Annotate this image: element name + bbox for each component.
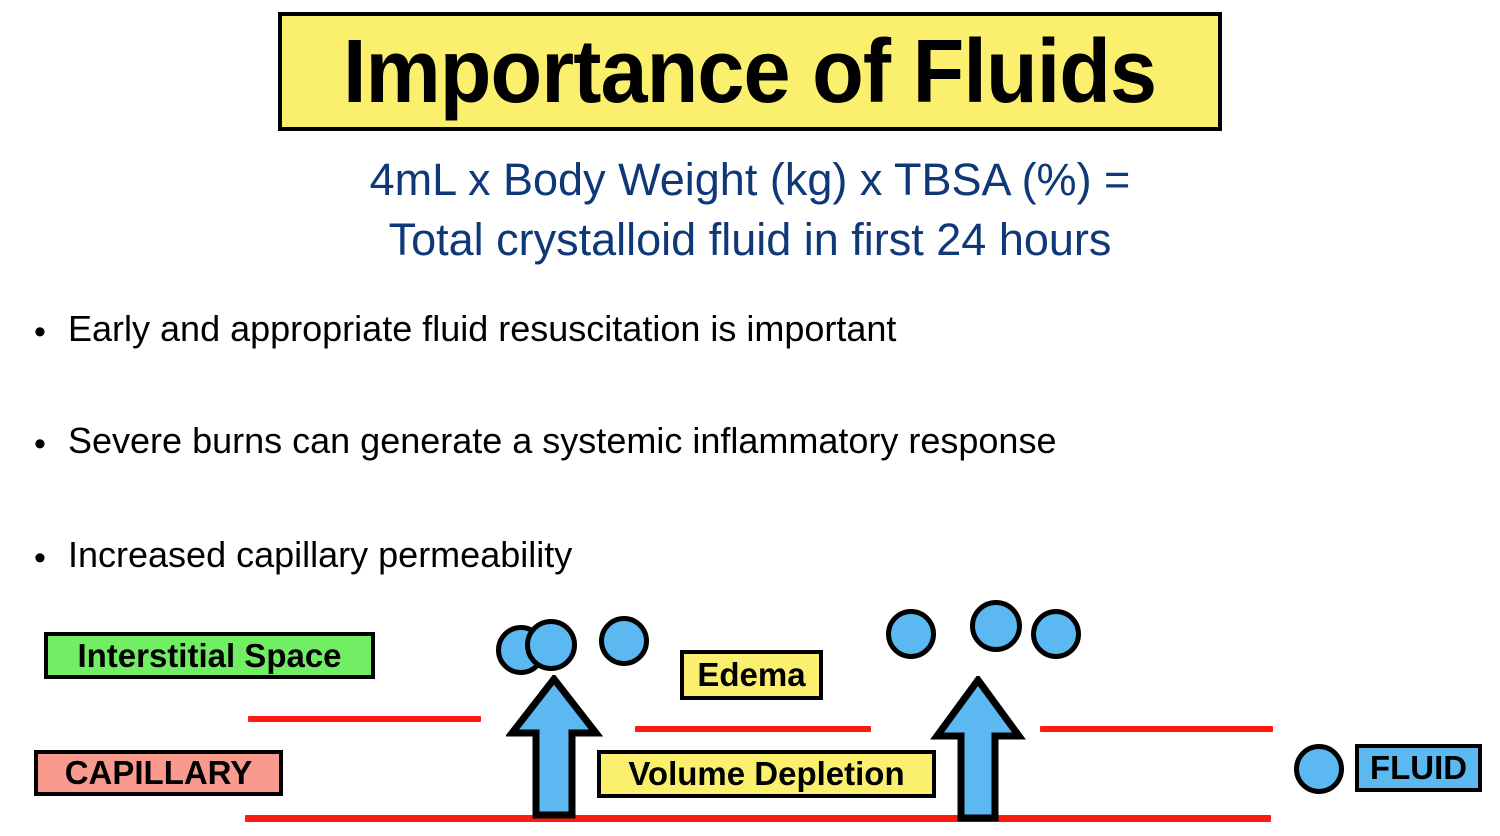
label-fluid-legend: FLUID xyxy=(1355,744,1482,792)
bullet-marker-icon: • xyxy=(34,539,46,577)
capillary-membrane-line xyxy=(1040,726,1273,732)
subtitle-line-1: 4mL x Body Weight (kg) x TBSA (%) = xyxy=(369,154,1131,205)
fluid-particle-icon xyxy=(970,600,1022,652)
page-title: Importance of Fluids xyxy=(343,21,1157,122)
fluid-particle-icon xyxy=(886,609,936,659)
fluid-shift-arrow-left xyxy=(506,675,604,819)
slide-subtitle: 4mL x Body Weight (kg) x TBSA (%) = Tota… xyxy=(0,150,1500,270)
label-text: Interstitial Space xyxy=(77,636,342,674)
list-item: • Severe burns can generate a systemic i… xyxy=(34,421,1056,461)
capillary-bottom-wall-line xyxy=(245,815,1271,822)
bullet-text: Increased capillary permeability xyxy=(68,534,573,575)
fluid-particle-icon xyxy=(525,619,577,671)
label-text: Volume Depletion xyxy=(628,755,905,792)
fluid-shift-arrow-right xyxy=(930,676,1026,822)
bullet-text: Early and appropriate fluid resuscitatio… xyxy=(68,308,897,349)
label-text: Edema xyxy=(697,656,806,693)
label-edema: Edema xyxy=(680,650,823,700)
bullet-marker-icon: • xyxy=(34,313,46,351)
bullet-text: Severe burns can generate a systemic inf… xyxy=(68,420,1057,461)
label-volume-depletion: Volume Depletion xyxy=(597,750,936,798)
fluid-particle-icon xyxy=(599,616,649,666)
label-text: CAPILLARY xyxy=(64,754,253,791)
label-interstitial-space: Interstitial Space xyxy=(44,632,375,679)
label-capillary: CAPILLARY xyxy=(34,750,283,796)
subtitle-line-2: Total crystalloid fluid in first 24 hour… xyxy=(388,213,1112,265)
bullet-marker-icon: • xyxy=(34,425,46,463)
list-item: • Increased capillary permeability xyxy=(34,535,572,575)
capillary-membrane-line xyxy=(248,716,481,722)
fluid-particle-icon xyxy=(1031,609,1081,659)
fluid-particle-legend-icon xyxy=(1294,744,1344,794)
slide-title-box: Importance of Fluids xyxy=(278,12,1222,131)
list-item: • Early and appropriate fluid resuscitat… xyxy=(34,309,896,349)
capillary-membrane-line xyxy=(635,726,871,732)
label-text: FLUID xyxy=(1369,749,1468,786)
